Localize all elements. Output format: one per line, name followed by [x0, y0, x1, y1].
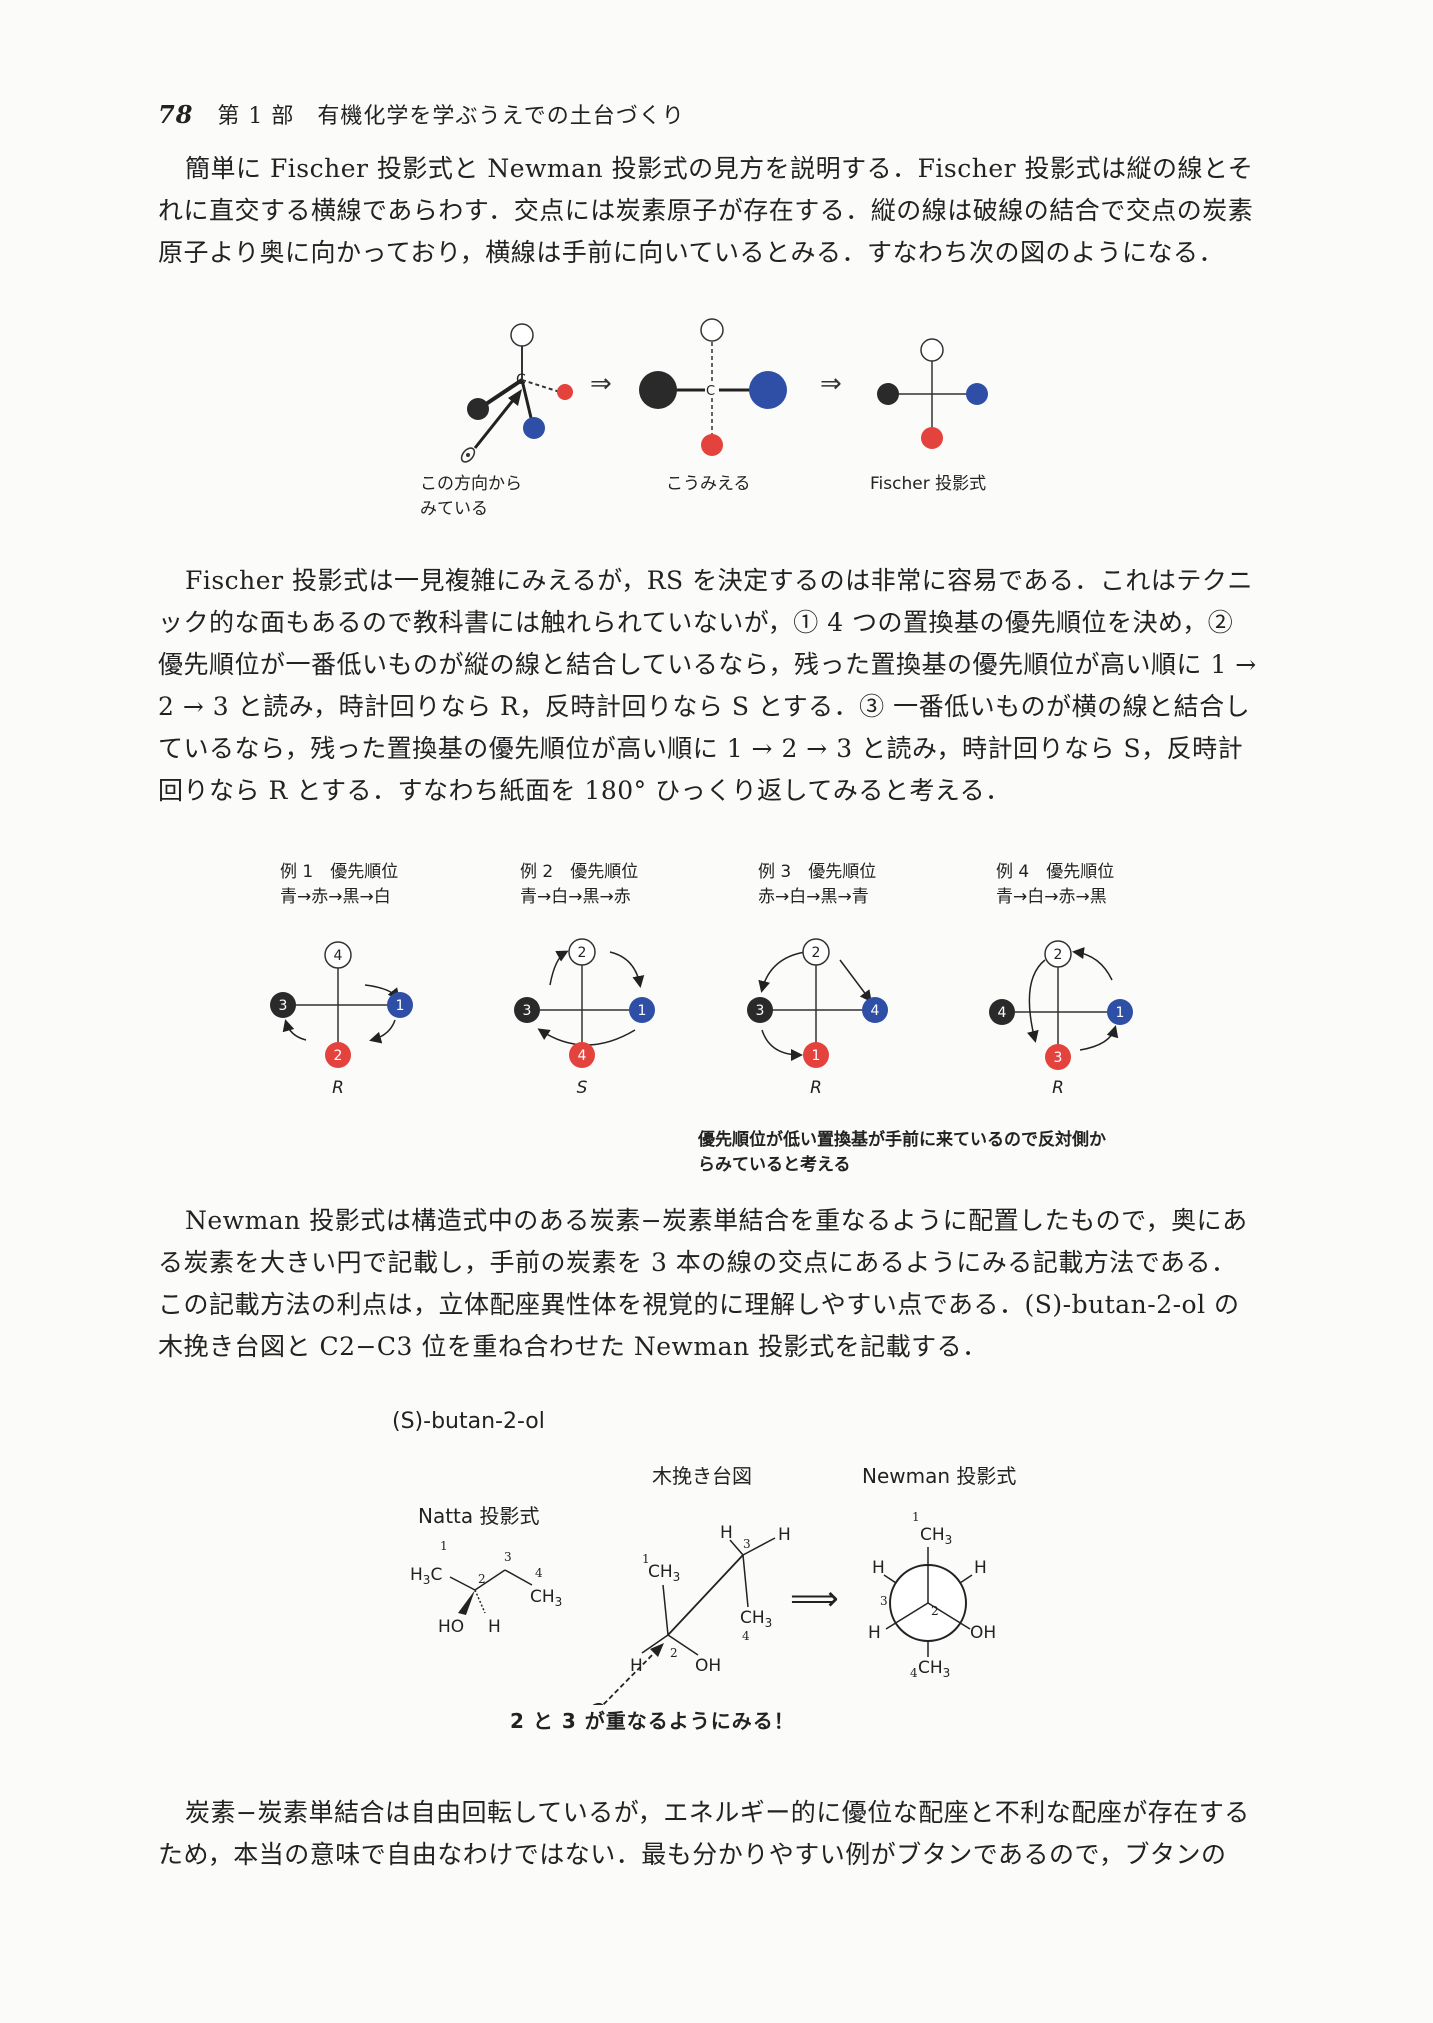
svg-text:2: 2: [334, 1048, 343, 1064]
white-atom: [510, 323, 534, 347]
svg-text:1: 1: [642, 1552, 650, 1566]
page-header: 78 第 1 部 有機化学を学ぶうえでの土台づくり: [158, 98, 685, 130]
example-1-header: 例 1 優先順位青→赤→黒→白: [280, 862, 399, 907]
sawhorse-title: 木挽き台図: [652, 1464, 752, 1488]
svg-text:3: 3: [279, 998, 288, 1014]
svg-text:3: 3: [523, 1003, 532, 1019]
example-4-header: 例 4 優先順位青→白→赤→黒: [996, 862, 1115, 907]
example-2-result: S: [577, 1078, 588, 1098]
figure-butanol: (S)-butan-2-ol Natta 投影式 木挽き台図 Newman 投影…: [380, 1405, 1080, 1745]
svg-text:3: 3: [1054, 1050, 1063, 1066]
paragraph-text: Fischer 投影式は一見複雑にみえるが，RS を決定するのは非常に容易である…: [158, 566, 1257, 805]
svg-text:2: 2: [578, 945, 587, 961]
rs-examples-diagram: 4 3 1 2 R 2 3 1 4 S: [270, 938, 1133, 1098]
eye-icon: [460, 447, 476, 463]
figure-rs-examples: 例 1 優先順位青→赤→黒→白 例 2 優先順位青→白→黒→赤 例 3 優先順位…: [250, 860, 1210, 1180]
svg-text:CH3: CH3: [648, 1562, 680, 1584]
svg-text:H: H: [630, 1656, 643, 1676]
svg-text:H: H: [488, 1617, 501, 1637]
paragraph-newman: Newman 投影式は構造式中のある炭素−炭素単結合を重なるように配置したもので…: [158, 1200, 1258, 1368]
label-view-direction: この方向から みている: [420, 474, 522, 519]
example-3-header: 例 3 優先順位赤→白→黒→青: [758, 862, 877, 907]
svg-text:H3C: H3C: [410, 1565, 442, 1587]
svg-text:2: 2: [931, 1604, 939, 1618]
blue-atom: [523, 417, 545, 439]
svg-text:4: 4: [578, 1048, 587, 1064]
example-4-result: R: [1052, 1078, 1064, 1098]
sawhorse-projection: 1 CH3 H 3 H CH3 4 2 H OH ⟹: [581, 1523, 839, 1705]
paragraph-text: Newman 投影式は構造式中のある炭素−炭素単結合を重なるように配置したもので…: [158, 1206, 1248, 1361]
svg-text:3: 3: [743, 1537, 751, 1551]
natta-title: Natta 投影式: [418, 1504, 540, 1528]
svg-text:4: 4: [334, 948, 343, 964]
eye-icon: [581, 1702, 605, 1705]
svg-text:CH3: CH3: [740, 1608, 772, 1630]
svg-text:1: 1: [638, 1003, 647, 1019]
example-4: 2 4 1 3 R: [989, 940, 1133, 1098]
svg-text:2: 2: [1054, 947, 1063, 963]
paragraph-fischer-intro: 簡単に Fischer 投影式と Newman 投影式の見方を説明する．Fisc…: [158, 148, 1258, 274]
fischer-view-diagram: C ⇒ C ⇒: [460, 318, 988, 463]
newman-title: Newman 投影式: [862, 1464, 1017, 1488]
section-title: 第 1 部 有機化学を学ぶうえでの土台づくり: [217, 104, 685, 129]
paragraph-text: 炭素−炭素単結合は自由回転しているが，エネルギー的に優位な配座と不利な配座が存在…: [158, 1798, 1250, 1869]
page-number: 78: [158, 100, 194, 129]
svg-text:⟹: ⟹: [790, 1579, 839, 1619]
newman-projection: 1 CH3 H H 3 2 H OH 4 CH3: [868, 1510, 996, 1680]
svg-text:4: 4: [998, 1005, 1007, 1021]
svg-text:HO: HO: [438, 1617, 464, 1637]
butanol-structures: H3C 1 2 3 4 CH3 HO H 1 CH3 H 3: [410, 1510, 996, 1705]
example-1: 4 3 1 2 R: [270, 941, 413, 1098]
svg-text:3: 3: [504, 1550, 512, 1564]
svg-text:1: 1: [812, 1048, 821, 1064]
svg-text:OH: OH: [970, 1623, 996, 1643]
black-atom: [467, 398, 489, 420]
svg-text:H: H: [974, 1558, 987, 1578]
figure-fischer-view: C ⇒ C ⇒ この方向から みている こうみえる Fischer 投影式: [400, 310, 1020, 530]
svg-text:H: H: [720, 1523, 733, 1543]
svg-text:3: 3: [880, 1594, 888, 1608]
figure2-note: 優先順位が低い置換基が手前に来ているので反対側か らみていると考える: [698, 1130, 1106, 1175]
example-2: 2 3 1 4 S: [514, 938, 655, 1098]
svg-text:4: 4: [535, 1566, 543, 1580]
compound-name: (S)-butan-2-ol: [392, 1409, 545, 1434]
paragraph-text: 簡単に Fischer 投影式と Newman 投影式の見方を説明する．Fisc…: [158, 154, 1254, 267]
arrow-1: ⇒: [590, 369, 612, 399]
svg-text:1: 1: [396, 998, 405, 1014]
example-3-result: R: [810, 1078, 822, 1098]
label-fischer: Fischer 投影式: [870, 474, 987, 494]
svg-text:C: C: [706, 384, 715, 399]
svg-text:H: H: [872, 1558, 885, 1578]
carbon-label: C: [516, 372, 526, 388]
svg-text:1: 1: [1116, 1005, 1125, 1021]
paragraph-rs-rule: Fischer 投影式は一見複雑にみえるが，RS を決定するのは非常に容易である…: [158, 560, 1258, 812]
natta-projection: H3C 1 2 3 4 CH3 HO H: [410, 1539, 562, 1637]
svg-text:4: 4: [910, 1666, 918, 1680]
svg-text:4: 4: [871, 1003, 880, 1019]
svg-text:OH: OH: [695, 1656, 721, 1676]
label-seen: こうみえる: [666, 474, 751, 494]
svg-text:CH3: CH3: [918, 1658, 950, 1680]
svg-text:2: 2: [812, 945, 821, 961]
figure3-caption: 2 と 3 が重なるようにみる！: [510, 1709, 795, 1733]
svg-text:4: 4: [742, 1629, 750, 1643]
example-3: 2 3 4 1 R: [747, 938, 888, 1098]
svg-text:1: 1: [912, 1510, 920, 1524]
svg-text:CH3: CH3: [920, 1525, 952, 1547]
svg-text:CH3: CH3: [530, 1587, 562, 1609]
svg-text:3: 3: [756, 1003, 765, 1019]
svg-text:H: H: [778, 1525, 791, 1545]
red-atom: [557, 384, 573, 400]
svg-text:1: 1: [440, 1539, 448, 1553]
example-1-result: R: [332, 1078, 344, 1098]
paragraph-rotation: 炭素−炭素単結合は自由回転しているが，エネルギー的に優位な配座と不利な配座が存在…: [158, 1792, 1258, 1876]
example-2-header: 例 2 優先順位青→白→黒→赤: [520, 862, 639, 907]
svg-text:2: 2: [670, 1646, 678, 1660]
svg-text:2: 2: [478, 1572, 486, 1586]
svg-text:H: H: [868, 1623, 881, 1643]
arrow-2: ⇒: [820, 369, 842, 399]
